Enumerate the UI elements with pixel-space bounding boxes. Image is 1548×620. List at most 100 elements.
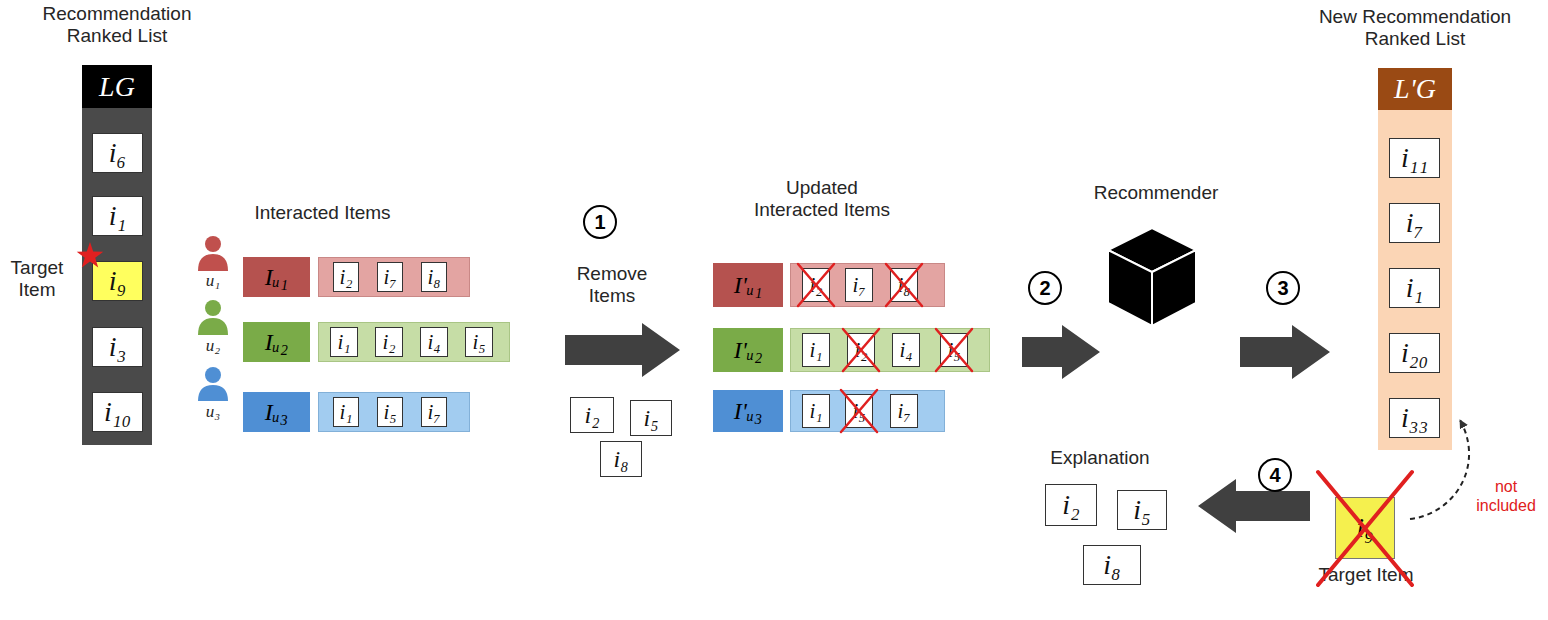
item-text: i₁ [809, 401, 822, 422]
item-text: i₁ [809, 340, 822, 361]
item-text: i₈ [1103, 551, 1121, 579]
cross-line [886, 264, 922, 306]
item-text: Iᵤ₂ [265, 330, 288, 354]
user-icon [198, 300, 228, 335]
item-box: i₁ [802, 394, 830, 428]
list-header: L'G [1378, 68, 1452, 110]
user-label: u₂ [199, 337, 227, 354]
item-text: I'ᵤ₂ [734, 338, 763, 362]
group-heading: Explanation [1025, 447, 1175, 469]
explanation-group: Explanationi₂i₅i₈ [1025, 445, 1175, 590]
dashed-arrow [1410, 420, 1469, 519]
list-item: i₁₀ [92, 392, 143, 432]
list-item: i₂₀ [1389, 333, 1440, 373]
item-band: i₁i₅i₇ [790, 390, 945, 432]
group-heading: Updated Interacted Items [747, 177, 897, 222]
user-body [198, 318, 228, 335]
explanation-item: i₈ [1083, 545, 1141, 585]
cross-line [841, 390, 877, 432]
item-text: i₁ [109, 202, 127, 230]
item-box: i₇ [845, 268, 873, 302]
removed-item: i₈ [600, 441, 642, 477]
cross-line [843, 329, 879, 371]
user-set-label: I'ᵤ₂ [713, 328, 783, 372]
item-text: i₅ [383, 402, 396, 423]
item-box: i₁ [333, 397, 359, 427]
cube-left [1108, 250, 1152, 326]
item-text: i₅ [1133, 496, 1151, 524]
user-set-label: Iᵤ₁ [243, 257, 310, 297]
item-text: Iᵤ₁ [265, 265, 288, 289]
item-text: i₇ [383, 267, 396, 288]
item-text: i₂ [584, 403, 599, 427]
cross-line [936, 329, 972, 371]
removed-item: i₅ [630, 400, 672, 436]
user-icon [198, 236, 228, 271]
removed-marks [798, 264, 972, 432]
cross-line [841, 390, 877, 432]
item-text: i₈ [897, 275, 910, 296]
user-icon [198, 367, 228, 401]
item-text: i₃ [109, 333, 127, 361]
item-text: i₁ [1406, 274, 1424, 302]
user-body [198, 385, 228, 401]
item-text: i₇ [1406, 209, 1424, 237]
user-label: u₁ [199, 272, 227, 289]
cross-line [843, 329, 879, 371]
list-header: LG [82, 65, 152, 108]
cross-line [1318, 472, 1412, 585]
user-set-label: I'ᵤ₃ [713, 390, 783, 432]
item-text: i₂ [339, 267, 352, 288]
block-arrow [1022, 325, 1100, 379]
cross-line [886, 264, 922, 306]
item-box: i₁ [330, 327, 358, 357]
step-number: 3 [1266, 271, 1300, 305]
list-item: i₃₃ [1389, 398, 1440, 438]
item-text: i₁₀ [104, 398, 131, 426]
list-heading: Recommendation Ranked List [22, 3, 212, 48]
item-text: i₁ [337, 332, 350, 353]
item-text: i₆ [109, 139, 127, 167]
user-body [198, 254, 228, 271]
item-box: i₂ [333, 262, 359, 292]
item-box: i₁ [802, 333, 830, 367]
item-text: i₁₁ [1401, 144, 1428, 172]
cross-line [798, 264, 834, 306]
item-text: i₂₀ [1401, 339, 1428, 367]
item-text: I'ᵤ₃ [734, 399, 763, 423]
group-heading: Interacted Items [230, 202, 415, 224]
item-text: i₇ [852, 275, 865, 296]
item-text: i₈ [613, 447, 628, 471]
item-band: i₂ i₇ i₈ [790, 263, 945, 307]
item-box: i₅ [377, 397, 403, 427]
item-text: i₂ [809, 275, 822, 296]
excluded-target-item: i₉Target Item [1335, 497, 1395, 559]
block-arrow [1198, 479, 1310, 533]
interacted-group: Interacted ItemsIᵤ₁i₂i₇i₈Iᵤ₂i₁i₂i₄i₅Iᵤ₃i… [190, 198, 552, 438]
item-text: i₇ [427, 402, 440, 423]
item-text: i₁ [339, 402, 352, 423]
recommender-heading: Recommender [1090, 182, 1222, 204]
item-box: i₇ [377, 262, 403, 292]
black-box-cube [1108, 228, 1196, 326]
item-text: i₅ [472, 332, 485, 353]
item-text: i₂ [382, 332, 395, 353]
target-item: i₉ [92, 261, 143, 301]
user-set-label: I'ᵤ₁ [713, 263, 783, 307]
step-number: 4 [1258, 458, 1292, 492]
list-item: i₁ [1389, 268, 1440, 308]
item-band: i₂i₇i₈ [318, 257, 470, 297]
target-caption: Target Item [1316, 564, 1416, 586]
item-box: i₄ [892, 333, 920, 367]
item-text: i₄ [427, 332, 440, 353]
list-item: i₁₁ [1389, 138, 1440, 178]
ranked-list: Recommendation Ranked ListLGi₆i₁i₉i₃i₁₀ [82, 65, 152, 445]
edge-label: not included [1465, 478, 1547, 516]
item-box: i₂ [375, 327, 403, 357]
item-band: i₁i₂i₄i₅ [790, 328, 990, 372]
item-text: i₉ [109, 267, 127, 295]
